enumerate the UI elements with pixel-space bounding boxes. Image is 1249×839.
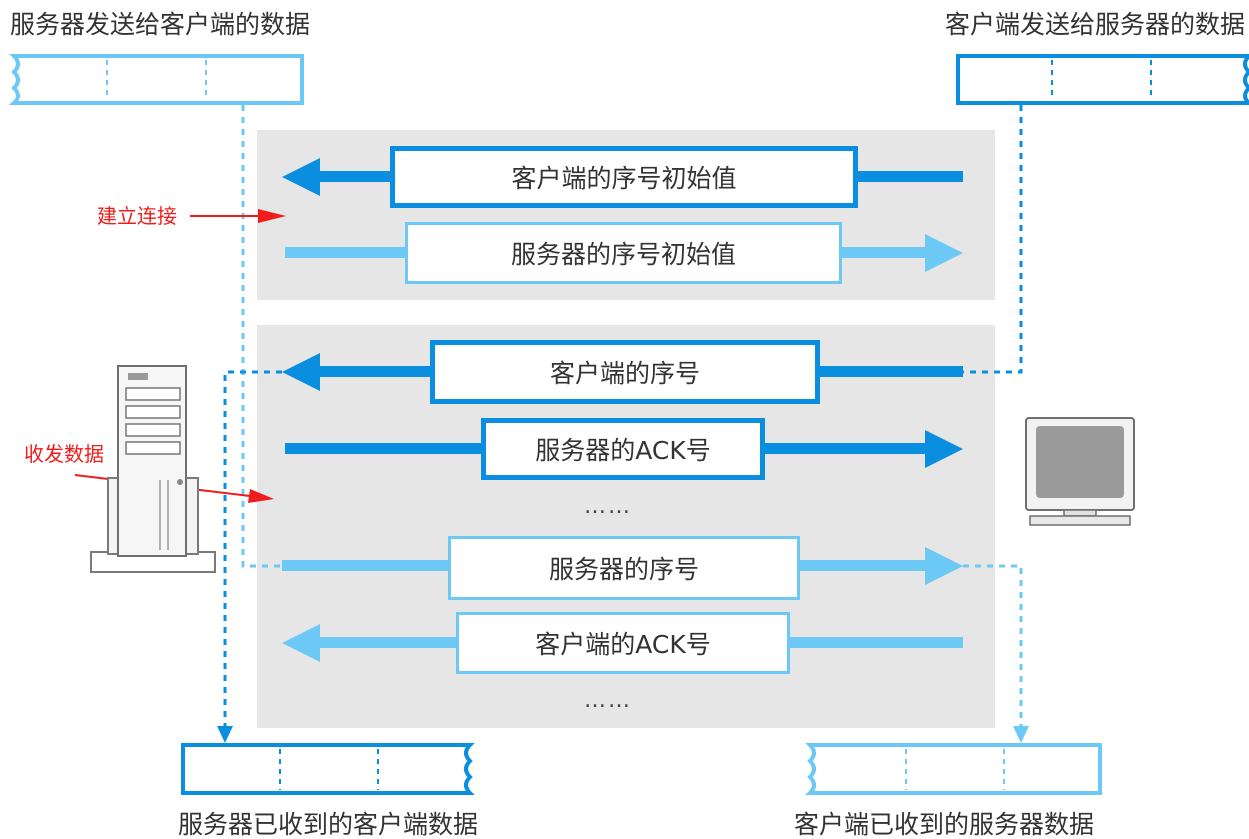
computer-monitor-icon xyxy=(1025,417,1135,526)
server-recv-flow xyxy=(217,370,282,743)
server-recv-buffer xyxy=(181,743,475,795)
connect-annotation-arrow xyxy=(190,209,286,223)
client-recv-buffer-label: 客户端已收到的服务器数据 xyxy=(794,810,1095,839)
message-client-initial-seq: 客户端的序号初始值 xyxy=(390,146,858,208)
transfer-phase-label: 收发数据 xyxy=(24,442,104,466)
client-send-flow xyxy=(963,105,1023,374)
server-send-buffer-label: 服务器发送给客户端的数据 xyxy=(10,10,311,39)
message-server-seq: 服务器的序号 xyxy=(448,536,800,600)
server-recv-buffer-label: 服务器已收到的客户端数据 xyxy=(178,810,479,839)
client-send-buffer xyxy=(956,54,1249,105)
ellipsis-transfer-2: …… xyxy=(584,688,632,713)
server-send-buffer xyxy=(8,54,304,105)
ellipsis-transfer-1: …… xyxy=(584,494,632,519)
client-send-buffer-label: 客户端发送给服务器的数据 xyxy=(944,10,1245,39)
connect-phase-label: 建立连接 xyxy=(97,204,177,228)
message-server-ack: 服务器的ACK号 xyxy=(481,418,765,480)
message-client-ack: 客户端的ACK号 xyxy=(456,612,790,674)
client-recv-flow xyxy=(963,564,1029,743)
server-send-flow xyxy=(241,105,282,568)
client-recv-buffer xyxy=(805,743,1102,795)
server-tower-icon xyxy=(90,365,216,573)
message-client-seq: 客户端的序号 xyxy=(430,340,820,404)
message-server-initial-seq: 服务器的序号初始值 xyxy=(405,222,842,284)
